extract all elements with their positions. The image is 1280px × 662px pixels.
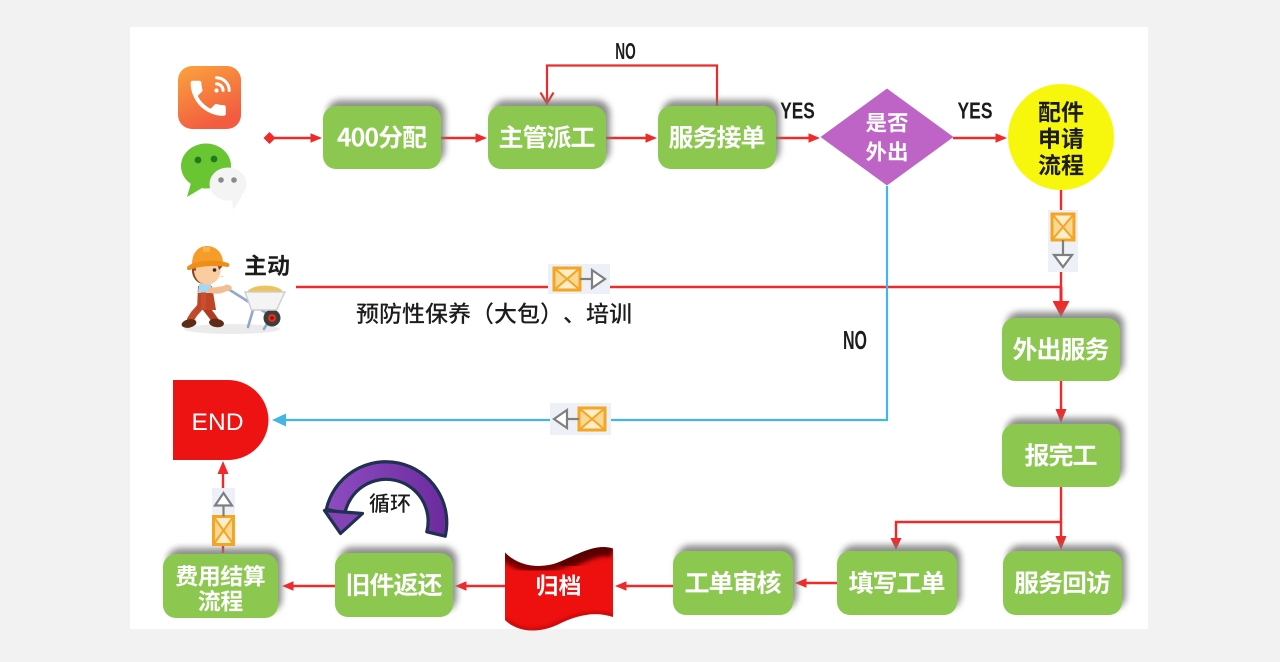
svg-text:YES: YES: [958, 98, 993, 124]
svg-text:NO: NO: [843, 327, 867, 355]
svg-text:END: END: [192, 409, 244, 436]
svg-text:YES: YES: [780, 98, 815, 124]
svg-text:NO: NO: [615, 38, 636, 64]
